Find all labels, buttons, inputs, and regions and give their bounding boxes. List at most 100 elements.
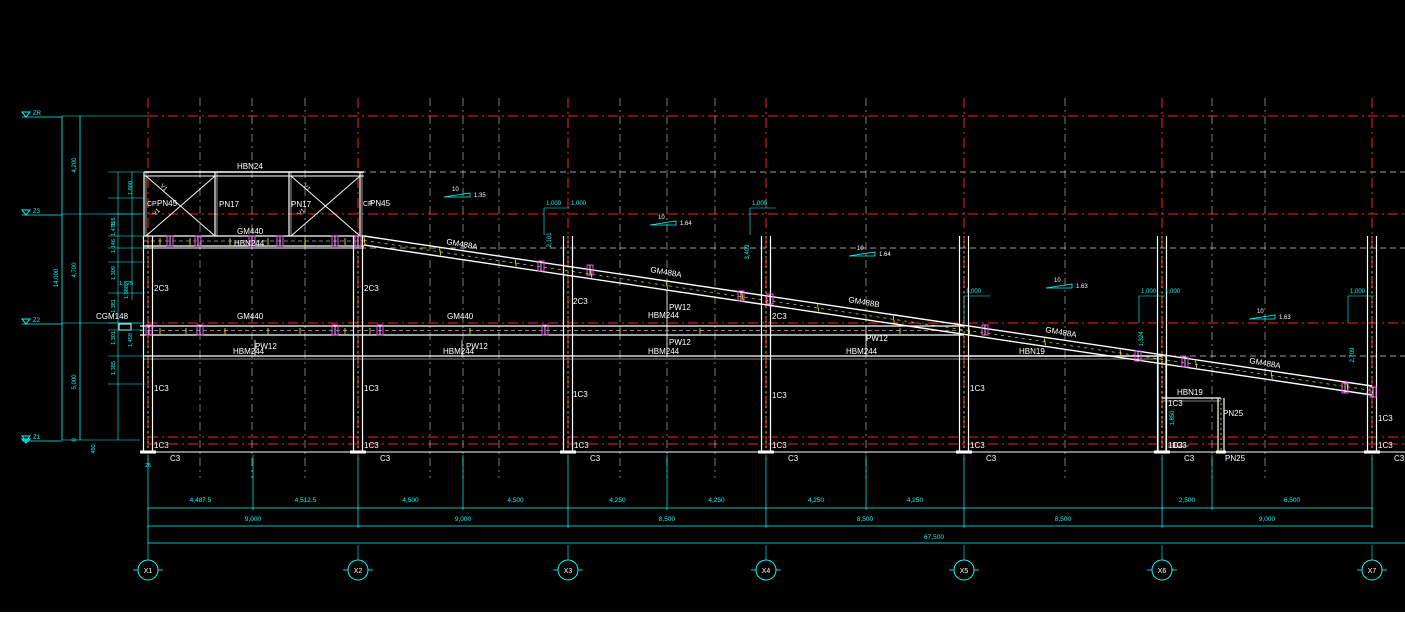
elevation-marker-icon: [20, 318, 32, 325]
slope-triangle-icon: [848, 251, 876, 257]
column-label: 1C3: [772, 441, 787, 450]
axis-label: X6: [1158, 568, 1167, 575]
column-label: 2C3: [573, 297, 588, 306]
dim-text: 1,000: [546, 201, 562, 207]
column-label: 2C3: [772, 312, 787, 321]
slope-run-text: 1.64: [879, 252, 891, 258]
member-label: V1: [152, 208, 162, 218]
dim-text: 1,000: [571, 201, 587, 207]
column-label: 1C3: [1378, 414, 1393, 423]
slope-run-text: 1.63: [1076, 284, 1088, 290]
slope-triangle-icon: [1045, 283, 1073, 289]
dim-text: 4,250: [708, 497, 725, 504]
brace: [290, 175, 361, 237]
stiffener-tick: [1119, 349, 1122, 357]
column-label: 1C3: [573, 390, 588, 399]
stiffener-tick: [666, 281, 668, 290]
dim-text: 2,101: [547, 232, 553, 248]
slope-triangle-icon: [649, 220, 677, 226]
dim-text: 1,381: [111, 299, 117, 313]
member-label: GM440: [237, 312, 264, 321]
member-label: PN17: [219, 200, 240, 209]
stiffener-tick: [363, 236, 366, 245]
dim-text: 460: [91, 444, 97, 453]
member-label: V1: [159, 183, 169, 193]
member-label: PW12: [466, 342, 488, 351]
dim-text: 4,487.5: [190, 497, 212, 504]
member-label: PW12: [669, 303, 691, 312]
axis-label: X2: [354, 568, 363, 575]
axis-label: X4: [762, 568, 771, 575]
dim-text: 0: [72, 438, 78, 442]
stiffener-tick: [1195, 360, 1197, 368]
member-label: CP: [147, 201, 157, 208]
column-label: C3: [170, 454, 181, 463]
column-label: 1C3: [1168, 441, 1183, 450]
dim-text: 4,250: [808, 497, 825, 504]
column-label: 1C3: [970, 441, 985, 450]
dim-text: 955: [111, 217, 117, 226]
elevation-marker-icon: [20, 111, 32, 118]
axis-label: X3: [564, 568, 573, 575]
axis-label: X1: [144, 568, 153, 575]
member-label: CP: [363, 201, 373, 208]
dim-text: 1,000: [752, 201, 768, 207]
dim-text: 1,385: [111, 361, 117, 375]
stiffener-tick: [1044, 338, 1046, 346]
sloped-roof-beam: [363, 235, 1373, 387]
member-label: HBN19: [1019, 347, 1045, 356]
dimensions-layer: [20, 111, 1405, 581]
dim-text: 1,000: [1141, 289, 1157, 295]
slope-triangle-icon: [1248, 314, 1276, 320]
column-label: 2C3: [154, 284, 169, 293]
member-label: HBM244: [648, 347, 680, 356]
stiffener-tick: [514, 259, 517, 267]
bottom-white-strip: [0, 612, 1405, 623]
dim-text: 4,500: [507, 497, 524, 504]
dim-text: 1,459: [128, 333, 134, 347]
dim-text: 4,250: [907, 497, 924, 504]
member-label: GM488B: [848, 295, 881, 309]
member-label: HBN24: [237, 162, 263, 171]
elevation-marker-icon: [20, 438, 32, 444]
elevation-label: ZR: [33, 111, 42, 117]
member-label: PW12: [669, 338, 691, 347]
member-label: V1: [302, 183, 312, 193]
dim-text: 1,301: [111, 331, 117, 345]
member-label: PN45: [370, 199, 391, 208]
column-label: C3: [1184, 454, 1195, 463]
column-label: C3: [380, 454, 391, 463]
slope-run-text: 1.64: [680, 221, 692, 227]
dim-text: 1,800: [128, 181, 134, 195]
stiffener-tick: [817, 304, 819, 312]
labels-layer: ZRZ3Z2Z114,0004,2004,7005,00001,8009551,…: [33, 111, 1405, 575]
member-label: GM440: [237, 227, 264, 236]
member-label: GM440: [447, 312, 474, 321]
elevation-marker-icon: [20, 209, 32, 216]
axis-label: X5: [960, 568, 969, 575]
stiffener-tick: [590, 270, 593, 278]
axis-label: X7: [1368, 568, 1377, 575]
dim-text: 4,200: [72, 157, 78, 173]
dim-text: 1,825: [119, 281, 133, 287]
stiffener-tick: [968, 326, 971, 335]
column-label: 1C3: [574, 441, 589, 450]
elevation-label: Z3: [33, 209, 41, 215]
member-label: GM488A: [650, 265, 683, 279]
column-label: C3: [986, 454, 997, 463]
stiffener-tick: [1346, 383, 1349, 391]
column-label: C3: [1394, 454, 1405, 463]
slope-run-text: 1.35: [474, 193, 486, 199]
dim-text: 8,500: [857, 516, 874, 523]
column-label: 1C3: [1378, 441, 1393, 450]
member-label: V1: [297, 208, 307, 218]
dim-text: 4,512.5: [295, 497, 317, 504]
slope-rise-text: 10: [1257, 309, 1264, 315]
column-label: 1C3: [1172, 441, 1187, 450]
column-label: 1C3: [1168, 399, 1183, 408]
dim-text: 9,000: [1259, 516, 1276, 523]
slope-rise-text: 10: [1054, 278, 1061, 284]
dim-text: 1,000: [1165, 289, 1181, 295]
